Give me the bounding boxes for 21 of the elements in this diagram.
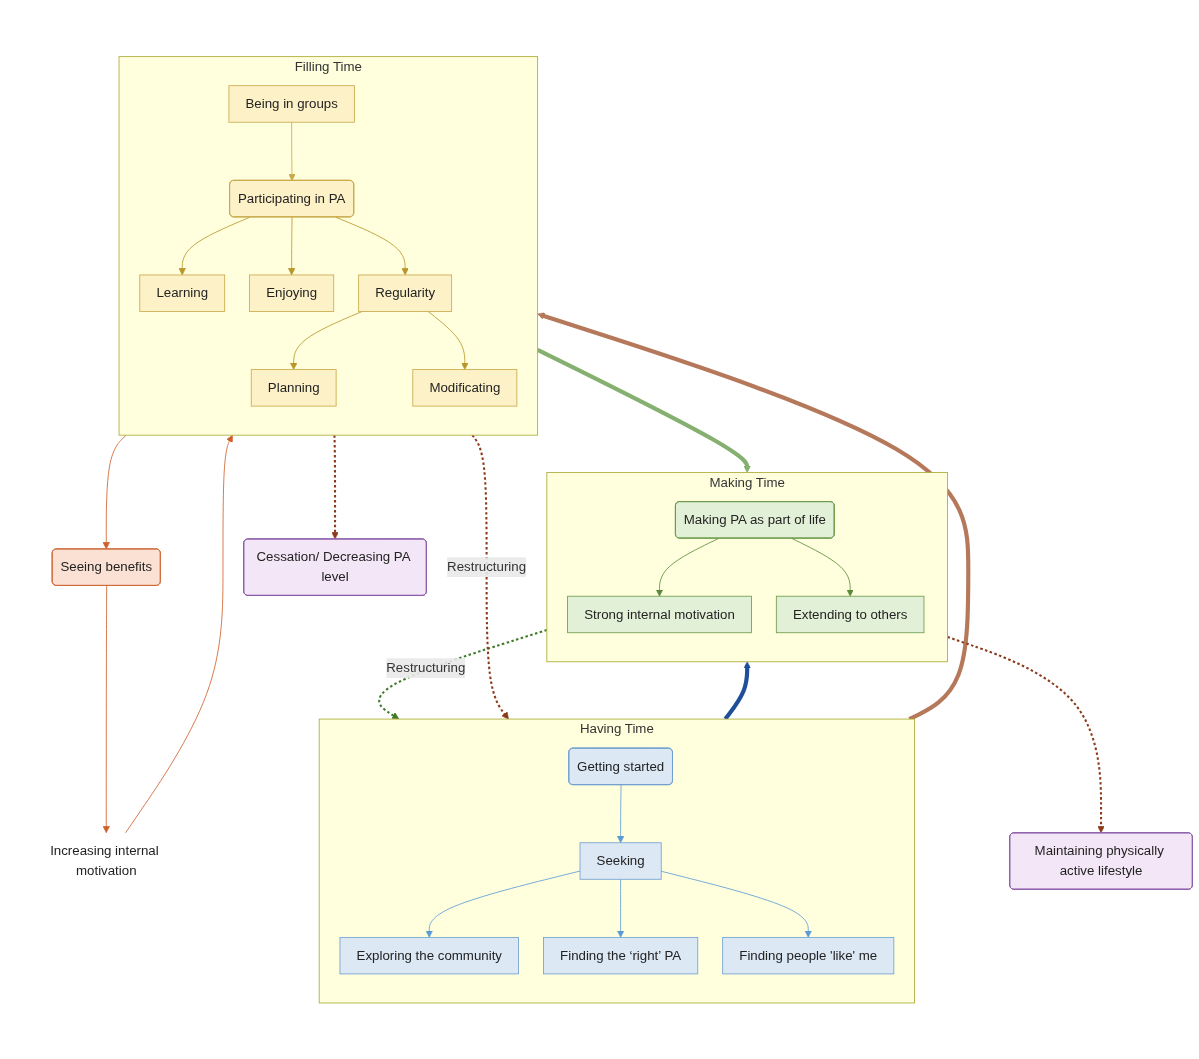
arrow [378, 628, 548, 720]
edge-label: Restructuring [447, 559, 527, 574]
node-box: Extending to others [775, 595, 925, 633]
arrow [947, 635, 1105, 833]
node-box: Enjoying [249, 274, 335, 312]
node-box: Exploring the community [339, 936, 519, 974]
arrow [471, 434, 509, 720]
arrow [537, 312, 971, 721]
node-box: Planning [250, 368, 337, 407]
node-box: Learning [139, 274, 226, 312]
node-box: Finding the ‘right’ PA [543, 936, 699, 974]
node-box: Being in groups [228, 84, 355, 123]
arrow [536, 347, 751, 473]
node-box: Finding people 'like' me [722, 936, 895, 974]
node-box: Strong internal motivation [567, 595, 752, 633]
node-text: Increasing internal motivation [50, 843, 159, 878]
node-box: Seeking [579, 842, 662, 880]
edge-label: Restructuring [386, 660, 466, 675]
node-box: Modificating [412, 368, 518, 407]
node-box: Regularity [358, 274, 453, 312]
arrow [331, 434, 339, 539]
